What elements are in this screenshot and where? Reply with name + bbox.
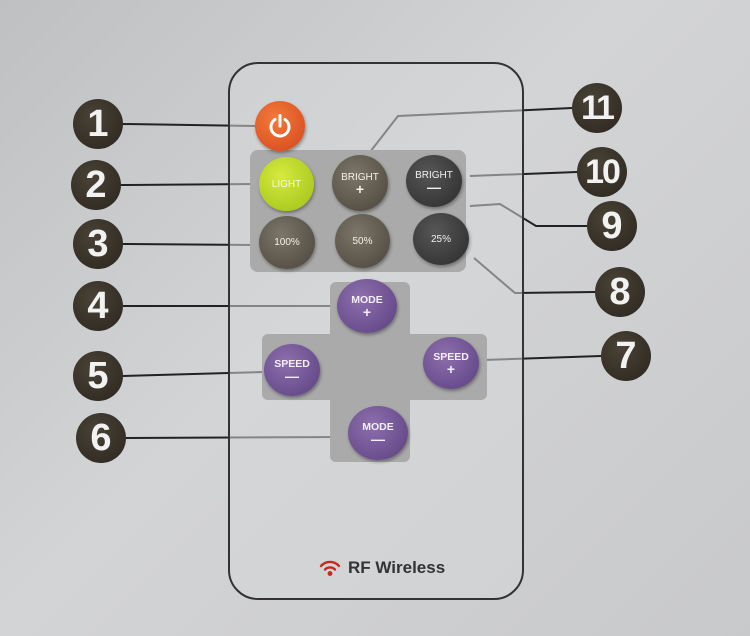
wireless-signal-icon	[319, 560, 341, 576]
mode-plus-label: MODE	[351, 293, 383, 306]
speed-minus-sign: —	[285, 367, 299, 384]
callout-10: 10	[577, 147, 627, 197]
light-button[interactable]: LIGHT	[259, 157, 314, 211]
callout-6: 6	[76, 413, 126, 463]
bright-plus-button[interactable]: BRIGHT +	[332, 155, 388, 211]
light-label: LIGHT	[271, 178, 302, 190]
speed-plus-label: SPEED	[433, 350, 469, 363]
mode-minus-label: MODE	[362, 420, 394, 433]
mode-minus-sign: —	[371, 430, 385, 447]
mode-minus-button[interactable]: MODE —	[348, 406, 408, 460]
speed-plus-button[interactable]: SPEED +	[423, 337, 479, 389]
bright-plus-sign: +	[355, 180, 365, 197]
mode-plus-sign: +	[362, 303, 372, 320]
power-button[interactable]	[255, 101, 305, 151]
callout-8: 8	[595, 267, 645, 317]
bright-minus-sign: —	[427, 178, 441, 195]
callout-5: 5	[73, 351, 123, 401]
power-icon	[269, 114, 291, 138]
speed-minus-label: SPEED	[274, 357, 310, 370]
brightness-50-button[interactable]: 50%	[335, 214, 390, 268]
speed-plus-sign: +	[446, 360, 456, 377]
callout-3: 3	[73, 219, 123, 269]
callout-9: 9	[587, 201, 637, 251]
remote-footer: RF Wireless	[318, 558, 445, 578]
speed-minus-button[interactable]: SPEED —	[264, 344, 320, 396]
brightness-25-label: 25%	[430, 233, 451, 245]
brightness-100-button[interactable]: 100%	[259, 216, 315, 269]
mode-plus-button[interactable]: MODE +	[337, 279, 397, 333]
callout-1: 1	[73, 99, 123, 149]
bright-plus-label: BRIGHT	[341, 171, 379, 183]
callout-11: 11	[572, 83, 622, 133]
brightness-25-button[interactable]: 25%	[413, 213, 469, 265]
bright-minus-button[interactable]: BRIGHT —	[406, 155, 462, 207]
rf-wireless-label: RF Wireless	[348, 558, 446, 577]
bright-minus-label: BRIGHT	[415, 169, 453, 181]
callout-4: 4	[73, 281, 123, 331]
callout-2: 2	[71, 160, 121, 210]
brightness-100-label: 100%	[274, 237, 300, 248]
brightness-50-label: 50%	[352, 235, 373, 247]
callout-7: 7	[601, 331, 651, 381]
